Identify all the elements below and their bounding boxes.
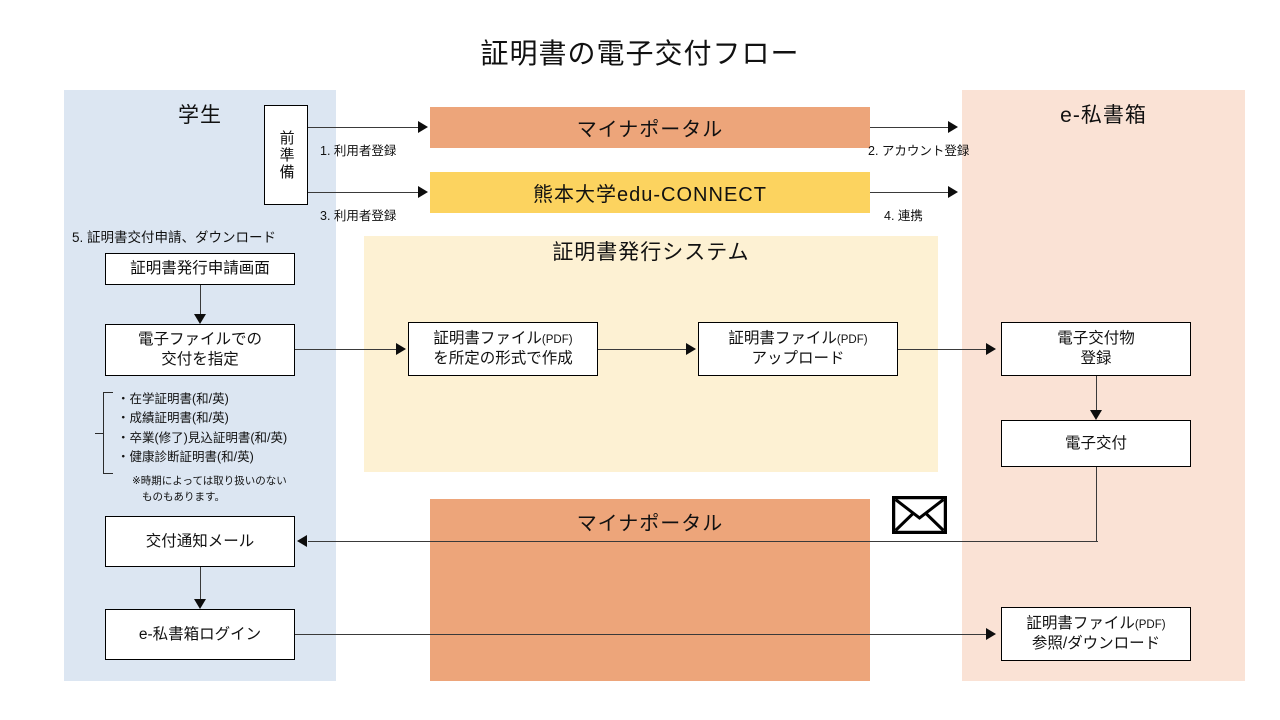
box-apply-screen[interactable]: 証明書発行申請画面 — [105, 253, 295, 285]
pdf-tag: (PDF) — [836, 334, 868, 347]
box-upload-pdf-line2: アップロード — [751, 350, 845, 367]
certificate-list-item-0: ・在学証明書(和/英) — [117, 392, 229, 406]
connector-prep-to-educonnect — [308, 192, 420, 193]
arrow-specify-to-create — [396, 343, 406, 355]
arrow-prep-to-educonnect — [418, 186, 428, 198]
certificate-list-item-1: ・成績証明書(和/英) — [117, 411, 229, 426]
box-create-pdf-line2: を所定の形式で作成 — [433, 350, 573, 367]
box-edelivery[interactable]: 電子交付 — [1001, 420, 1191, 467]
box-register-delivery-line1: 電子交付物 — [1057, 330, 1135, 348]
bar-edu-connect[interactable]: 熊本大学edu-CONNECT — [430, 172, 870, 213]
connector-register-to-edelivery — [1096, 376, 1097, 412]
connector-myna-to-eshishobako — [870, 127, 950, 128]
connector-login-to-download — [295, 634, 988, 635]
arrow-prep-to-myna — [418, 121, 428, 133]
arrow-login-to-download — [986, 628, 996, 640]
certificate-list-item-2: ・卒業(修了)見込証明書(和/英) — [117, 430, 288, 445]
box-upload-pdf[interactable]: 証明書ファイル(PDF) アップロード — [698, 322, 898, 376]
connector-educonnect-to-eshishobako — [870, 192, 950, 193]
pdf-tag: (PDF) — [541, 334, 573, 347]
arrow-notify-to-login — [194, 599, 206, 609]
connector-notify-to-login — [200, 567, 201, 601]
arrow-create-to-upload — [686, 343, 696, 355]
subnote-line2: ものもあります。 — [142, 490, 225, 503]
connector-edelivery-down — [1096, 467, 1097, 542]
edge-label-step3: 3. 利用者登録 — [320, 209, 397, 223]
edge-label-step1: 1. 利用者登録 — [320, 144, 397, 158]
bar-myna-portal-top[interactable]: マイナポータル — [430, 107, 870, 148]
edge-label-step4: 4. 連携 — [884, 209, 923, 223]
arrow-edelivery-to-notify — [297, 535, 307, 547]
edge-label-step5: 5. 証明書交付申請、ダウンロード — [72, 230, 277, 245]
subnote-line1: ※時期によっては取り扱いのない — [132, 475, 287, 487]
arrow-upload-to-register — [986, 343, 996, 355]
box-notify-mail[interactable]: 交付通知メール — [105, 516, 295, 567]
arrow-myna-to-eshishobako — [948, 121, 958, 133]
page-title: 証明書の電子交付フロー — [480, 38, 800, 69]
box-login[interactable]: e-私書箱ログイン — [105, 609, 295, 660]
edge-label-step2: 2. アカウント登録 — [868, 144, 970, 158]
box-register-delivery-line2: 登録 — [1080, 350, 1112, 367]
connector-prep-to-myna — [308, 127, 420, 128]
lane-eshishobako — [962, 90, 1245, 681]
connector-create-to-upload — [598, 349, 688, 350]
bar-myna-portal-bottom[interactable]: マイナポータル — [430, 499, 870, 681]
connector-upload-to-register — [898, 349, 988, 350]
connector-edelivery-to-notify — [308, 541, 1098, 542]
box-specify-delivery[interactable]: 電子ファイルでの 交付を指定 — [105, 324, 295, 376]
connector-specify-to-create — [295, 349, 398, 350]
connector-apply-to-specify — [200, 285, 201, 317]
certificate-list-item-3: ・健康診断証明書(和/英) — [117, 450, 254, 465]
box-create-pdf[interactable]: 証明書ファイル(PDF) を所定の形式で作成 — [408, 322, 598, 376]
lane-label-student: 学生 — [178, 104, 222, 127]
box-register-delivery[interactable]: 電子交付物 登録 — [1001, 322, 1191, 376]
envelope-icon — [891, 495, 948, 535]
box-create-pdf-line1: 証明書ファイル(PDF) — [433, 330, 573, 348]
lane-label-eshishobako: e-私書箱 — [1060, 104, 1147, 127]
arrow-register-to-edelivery — [1090, 410, 1102, 420]
certificate-list-brace-tick — [95, 433, 104, 434]
arrow-apply-to-specify — [194, 314, 206, 324]
box-download-pdf-line2: 参照/ダウンロード — [1031, 635, 1161, 652]
box-download-pdf[interactable]: 証明書ファイル(PDF) 参照/ダウンロード — [1001, 607, 1191, 661]
pdf-tag: (PDF) — [1134, 619, 1166, 632]
certificate-list-subnote: ※時期によっては取り扱いのない ものもあります。 — [132, 474, 287, 506]
box-prep[interactable]: 前準備 — [264, 105, 308, 205]
lane-label-issuing-system: 証明書発行システム — [552, 241, 750, 264]
certificate-list-brace — [103, 392, 113, 474]
box-download-pdf-line1: 証明書ファイル(PDF) — [1026, 615, 1166, 633]
arrow-educonnect-to-eshishobako — [948, 186, 958, 198]
box-specify-delivery-line1: 電子ファイルでの — [137, 331, 262, 349]
box-upload-pdf-line1: 証明書ファイル(PDF) — [728, 330, 868, 348]
box-specify-delivery-line2: 交付を指定 — [161, 351, 239, 368]
certificate-list: ・在学証明書(和/英) ・成績証明書(和/英) ・卒業(修了)見込証明書(和/英… — [117, 390, 287, 468]
